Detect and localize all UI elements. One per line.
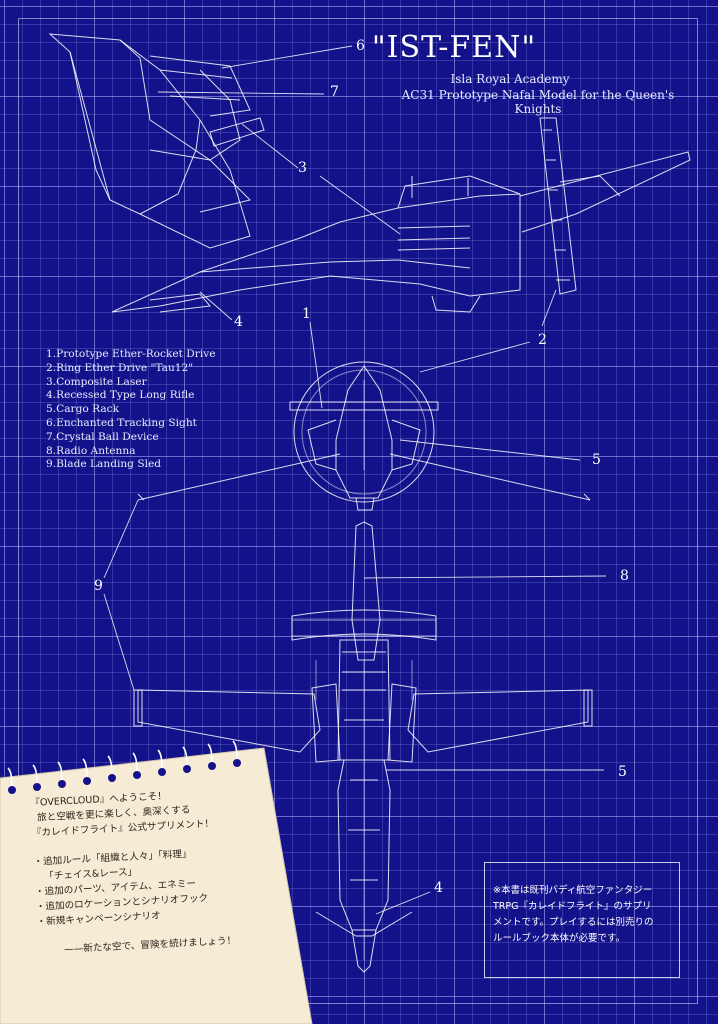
callout-4-top: 4 xyxy=(234,314,243,330)
callout-4-bottom: 4 xyxy=(434,880,443,896)
callout-6: 6 xyxy=(356,38,365,54)
top-view xyxy=(137,361,591,511)
bottom-view xyxy=(133,521,593,973)
notice-line: メントです。プレイするには別売りの xyxy=(493,917,654,928)
callout-9: 9 xyxy=(94,578,103,594)
legend-item: 9.Blade Landing Sled xyxy=(46,458,162,471)
parts-legend: 1.Prototype Ether-Rocket Drive 2.Ring Et… xyxy=(46,348,216,472)
notice-line: ルールブック本体が必要です。 xyxy=(493,933,626,944)
legend-item: 8.Radio Antenna xyxy=(46,444,136,457)
leader-lines xyxy=(103,45,607,915)
memo-paper xyxy=(0,740,313,1024)
callout-2: 2 xyxy=(538,332,547,348)
legend-item: 3.Composite Laser xyxy=(46,375,147,388)
legend-item: 2.Ring Ether Drive "Tau12" xyxy=(46,361,194,374)
callout-5-bottom: 5 xyxy=(618,764,627,780)
legend-item: 7.Crystal Ball Device xyxy=(46,430,159,443)
callout-5-top: 5 xyxy=(592,452,601,468)
supplement-notice: ※本書は既刊バディ航空ファンタジー TRPG『カレイドフライト』のサプリ メント… xyxy=(484,862,680,978)
legend-item: 4.Recessed Type Long Rifle xyxy=(46,389,195,402)
memo-text: 『OVERCLOUD』へようこそ！ 旅と空戦を更に楽しく、奥深くする 『カレイド… xyxy=(30,782,298,958)
perspective-view xyxy=(48,33,691,313)
blueprint-frame xyxy=(18,18,698,1004)
subtitle-academy: Isla Royal Academy xyxy=(450,72,570,86)
page-title: "IST-FEN" xyxy=(371,30,537,65)
legend-item: 6.Enchanted Tracking Sight xyxy=(46,416,197,429)
legend-item: 5.Cargo Rack xyxy=(46,403,120,416)
callout-3: 3 xyxy=(298,160,307,176)
notice-line: TRPG『カレイドフライト』のサプリ xyxy=(493,901,652,912)
callout-7: 7 xyxy=(330,84,339,100)
subtitle-model: AC31 Prototype Nafal Model for the Queen… xyxy=(401,88,675,116)
notice-line: ※本書は既刊バディ航空ファンタジー xyxy=(493,885,653,896)
legend-item: 1.Prototype Ether-Rocket Drive xyxy=(46,348,216,360)
callout-1: 1 xyxy=(302,306,311,322)
callout-8: 8 xyxy=(620,568,629,584)
